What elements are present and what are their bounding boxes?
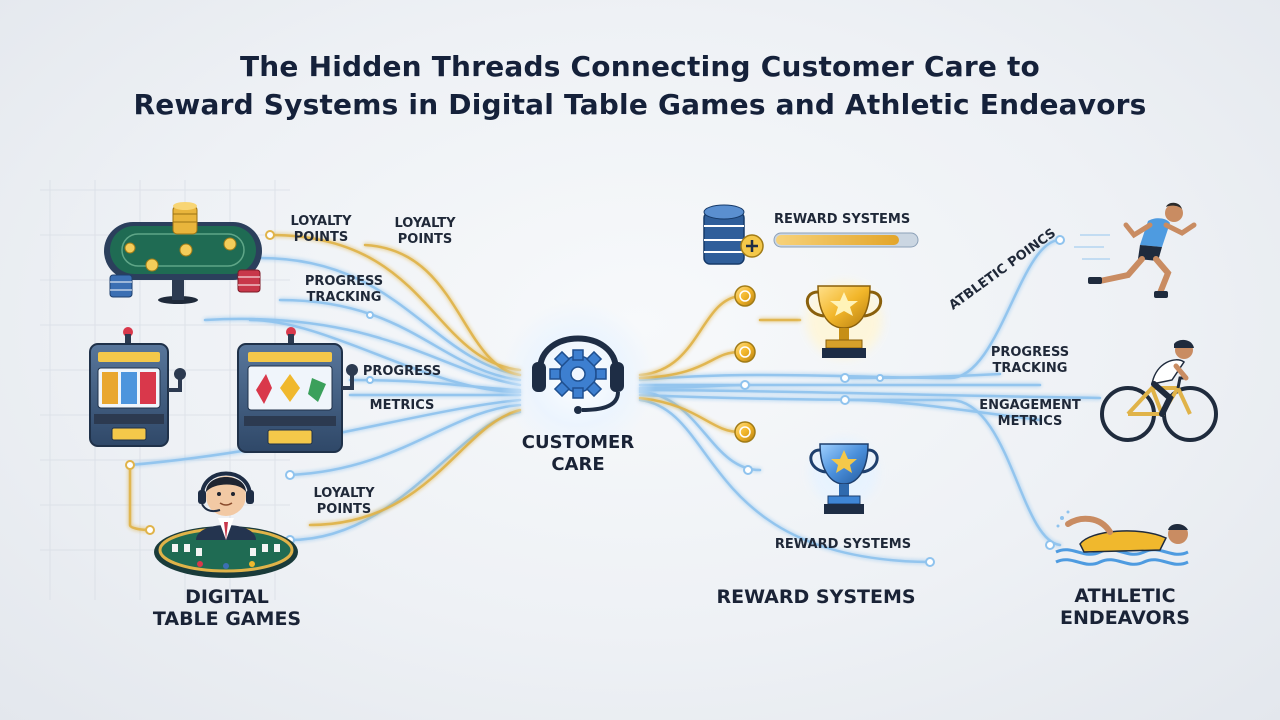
- headset-gear-icon: [532, 335, 624, 414]
- section-title-athletic-endeavors: ATHLETIC ENDEAVORS: [1060, 585, 1190, 629]
- diagram-title: The Hidden Threads Connecting Customer C…: [0, 48, 1280, 124]
- title-line-2: Reward Systems in Digital Table Games an…: [133, 88, 1147, 121]
- section-title-digital-table-games: DIGITAL TABLE GAMES: [152, 586, 302, 630]
- section-title-reward-systems: REWARD SYSTEMS: [716, 586, 916, 608]
- slot-machine-icon: [237, 327, 358, 453]
- dealer-headset-icon: [154, 471, 298, 578]
- label-loyalty-points-a: LOYALTY POINTS: [290, 214, 352, 245]
- label-loyalty-points-b: LOYALTY POINTS: [394, 216, 456, 247]
- runner-icon: [1074, 202, 1197, 298]
- chip-stack-icon: [172, 202, 198, 235]
- blue-trophy-icon: [809, 438, 879, 514]
- poker-table-icon: [104, 202, 262, 304]
- reward-chip-stack-icon: [703, 204, 764, 265]
- label-reward-systems-bottom: REWARD SYSTEMS: [774, 537, 912, 552]
- thread-nodes-gold: [125, 230, 275, 535]
- thread-nodes-right: [740, 235, 1065, 567]
- label-progress-left: PROGRESS: [362, 364, 442, 379]
- reward-progress-bar: [773, 232, 919, 248]
- slot-machine-icon: [89, 327, 186, 447]
- left-threads: [125, 230, 522, 545]
- label-loyalty-points-c: LOYALTY POINTS: [313, 486, 375, 517]
- title-line-1: The Hidden Threads Connecting Customer C…: [240, 50, 1040, 83]
- gold-trophy-icon: [806, 282, 882, 358]
- swimmer-icon: [1055, 510, 1189, 566]
- label-reward-systems-top: REWARD SYSTEMS: [774, 212, 911, 227]
- customer-care-label: CUSTOMER CARE: [521, 432, 635, 475]
- right-threads: [638, 235, 1102, 567]
- label-engagement-metrics: ENGAGEMENT METRICS: [979, 398, 1081, 429]
- cyclist-icon: [1100, 339, 1218, 442]
- customer-care-hub: [500, 300, 656, 456]
- label-metrics-left: METRICS: [369, 398, 435, 413]
- gold-coin-nodes: [734, 285, 756, 443]
- label-progress-tracking-right: PROGRESS TRACKING: [990, 345, 1070, 376]
- label-progress-tracking-left: PROGRESS TRACKING: [304, 274, 384, 305]
